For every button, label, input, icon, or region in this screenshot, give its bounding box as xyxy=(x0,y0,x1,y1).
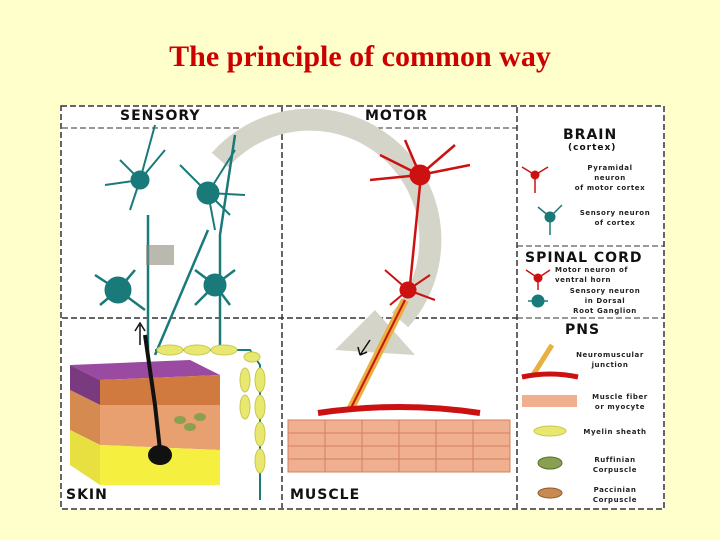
sensory-direction-arrow xyxy=(135,323,145,345)
sensory-label: SENSORY xyxy=(120,108,201,124)
legend-drg-icon xyxy=(528,295,548,307)
legend-pyramidal-icon xyxy=(522,167,548,193)
legend-brain-heading: BRAIN xyxy=(563,127,617,143)
legend-myelin-icon xyxy=(534,426,566,436)
legend-motor-neuron-icon xyxy=(526,270,550,290)
legend-cortex-sensory-icon xyxy=(538,205,562,235)
legend-cortex-subheading: (cortex) xyxy=(568,143,616,153)
legend-muscle-fiber-icon xyxy=(522,395,577,407)
skin-block xyxy=(70,335,220,485)
legend-myelin-label: Myelin sheath xyxy=(570,427,660,437)
neuromuscular-junction xyxy=(318,407,480,413)
legend-spinal-cord-heading: SPINAL CORD xyxy=(525,250,642,266)
skin-label: SKIN xyxy=(66,487,108,503)
motor-label: MOTOR xyxy=(365,108,428,124)
slide-title: The principle of common way xyxy=(0,40,720,74)
spinal-relay-block xyxy=(146,245,174,265)
legend-pns-heading: PNS xyxy=(565,322,600,338)
legend-paccinian-icon xyxy=(538,488,562,498)
legend-ruffinian-icon xyxy=(538,457,562,469)
neural-pathway-diagram: SENSORY MOTOR SKIN MUSCLE BRAIN (cortex)… xyxy=(60,105,665,510)
muscle-label: MUSCLE xyxy=(290,487,360,503)
cycle-arrow-arc xyxy=(220,120,430,320)
